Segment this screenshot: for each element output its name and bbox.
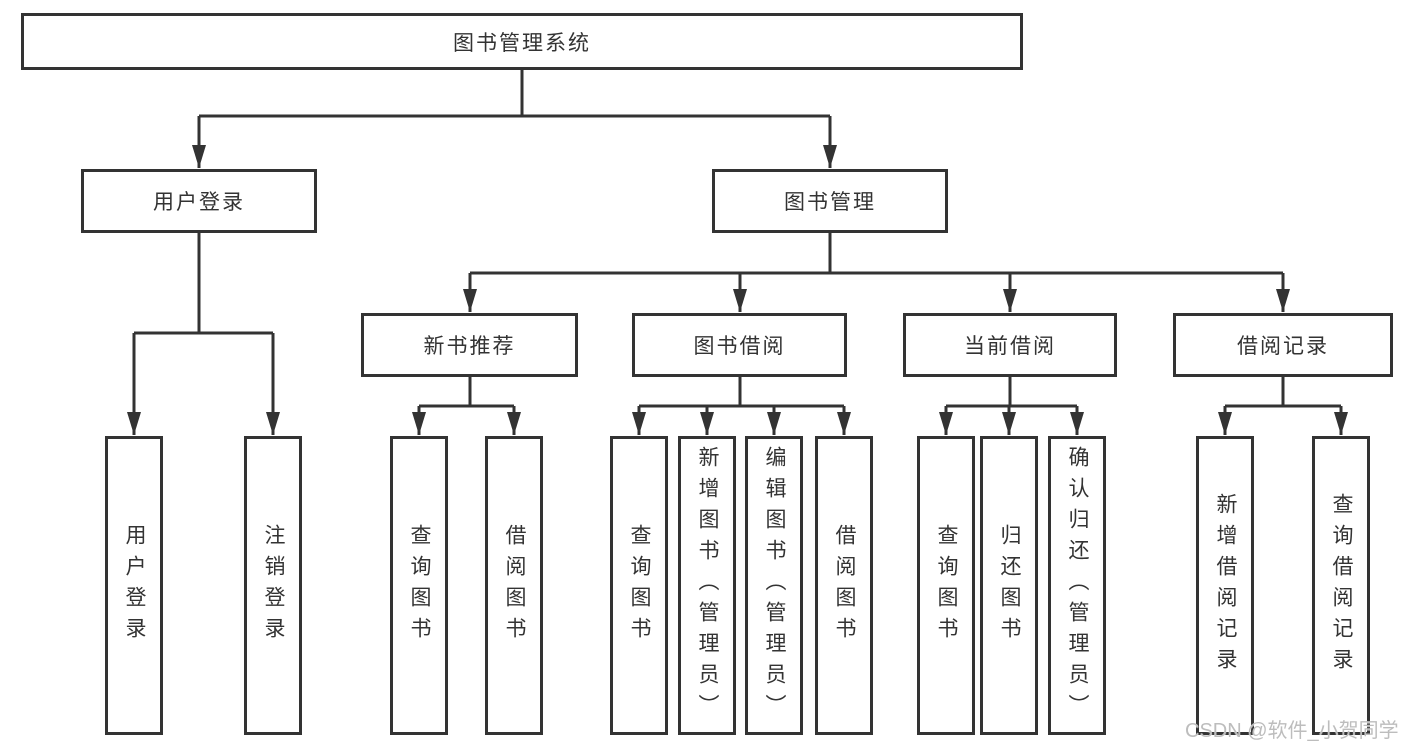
node-new-book-recommendation-label: 新书推荐 <box>423 335 516 358</box>
leaf-borrow-books-recommend: 借阅图书 <box>485 436 543 735</box>
leaf-add-borrow-record: 新增借阅记录 <box>1196 436 1254 735</box>
leaf-add-book-admin-label: 新增图书（管理员） <box>696 446 719 725</box>
node-library-management-system-label: 图书管理系统 <box>453 31 591 55</box>
node-current-borrowing-label: 当前借阅 <box>964 335 1056 358</box>
node-book-management: 图书管理 <box>712 169 948 233</box>
leaf-confirm-return-admin-label: 确认归还（管理员） <box>1066 446 1089 725</box>
leaf-query-books-borrowing: 查询图书 <box>610 436 668 735</box>
node-book-borrowing: 图书借阅 <box>632 313 847 377</box>
leaf-logout-label: 注销登录 <box>262 523 285 648</box>
leaf-confirm-return-admin: 确认归还（管理员） <box>1048 436 1106 735</box>
connector-arrows <box>127 116 1348 435</box>
node-new-book-recommendation: 新书推荐 <box>361 313 578 377</box>
leaf-query-books-current-label: 查询图书 <box>935 523 958 648</box>
leaf-user-login-label: 用户登录 <box>123 523 146 648</box>
leaf-query-books-current: 查询图书 <box>917 436 975 735</box>
connector-lines <box>134 70 1341 408</box>
leaf-query-books-recommend: 查询图书 <box>390 436 448 735</box>
leaf-logout: 注销登录 <box>244 436 302 735</box>
leaf-query-borrow-record-label: 查询借阅记录 <box>1330 492 1353 679</box>
leaf-query-books-recommend-label: 查询图书 <box>408 523 431 648</box>
leaf-edit-book-admin: 编辑图书（管理员） <box>745 436 803 735</box>
node-user-login-label: 用户登录 <box>153 191 245 214</box>
node-book-management-label: 图书管理 <box>784 191 876 214</box>
leaf-borrow-books-borrowing-label: 借阅图书 <box>833 523 856 648</box>
leaf-query-borrow-record: 查询借阅记录 <box>1312 436 1370 735</box>
leaf-return-books-label: 归还图书 <box>998 523 1021 648</box>
leaf-add-borrow-record-label: 新增借阅记录 <box>1214 492 1237 679</box>
leaf-user-login: 用户登录 <box>105 436 163 735</box>
leaf-return-books: 归还图书 <box>980 436 1038 735</box>
leaf-add-book-admin: 新增图书（管理员） <box>678 436 736 735</box>
leaf-query-books-borrowing-label: 查询图书 <box>628 523 651 648</box>
node-borrowing-records: 借阅记录 <box>1173 313 1393 377</box>
node-book-borrowing-label: 图书借阅 <box>693 335 786 358</box>
csdn-watermark: CSDN @软件_小贺同学 <box>1185 720 1399 742</box>
leaf-borrow-books-recommend-label: 借阅图书 <box>503 523 526 648</box>
node-user-login: 用户登录 <box>81 169 317 233</box>
node-library-management-system: 图书管理系统 <box>21 13 1023 70</box>
leaf-edit-book-admin-label: 编辑图书（管理员） <box>763 446 786 725</box>
node-borrowing-records-label: 借阅记录 <box>1237 335 1329 358</box>
node-current-borrowing: 当前借阅 <box>903 313 1117 377</box>
leaf-borrow-books-borrowing: 借阅图书 <box>815 436 873 735</box>
